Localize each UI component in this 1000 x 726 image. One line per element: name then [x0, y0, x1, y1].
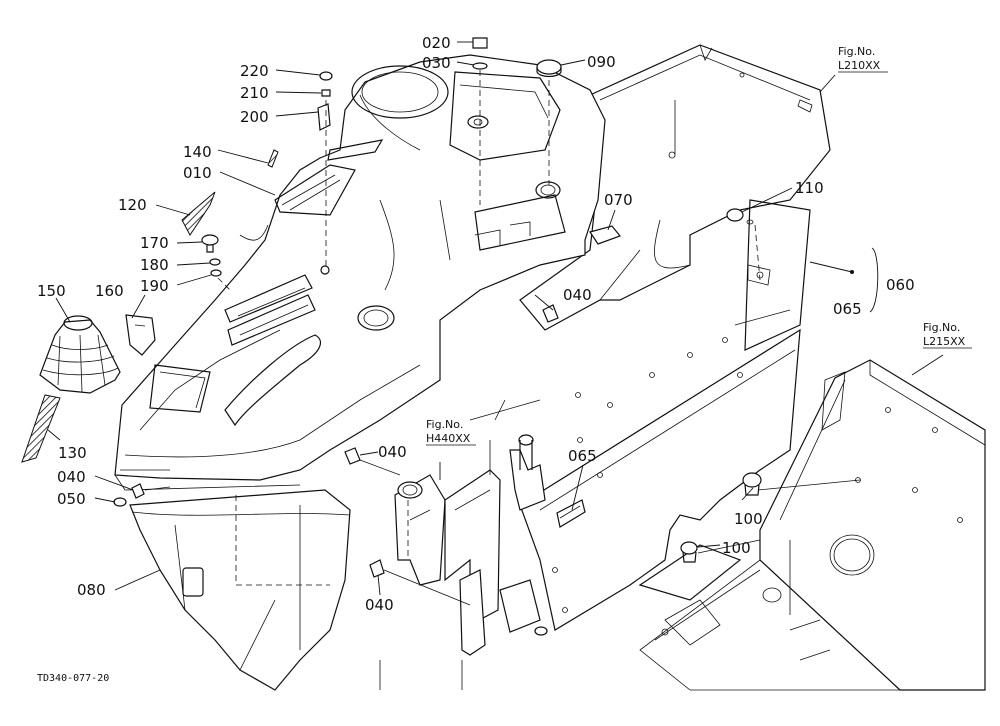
- callout-190: 190: [140, 277, 169, 295]
- clip-140: [267, 149, 279, 168]
- knob-170: [201, 234, 219, 246]
- support-bracket-h440: [379, 399, 548, 690]
- callout-210: 210: [240, 84, 269, 102]
- callout-130: 130: [58, 444, 87, 462]
- bolt-040-d: [369, 559, 385, 578]
- washer-030: [472, 62, 488, 70]
- callout-labels: 020 030 090 220 210 200 140 010 120 170 …: [37, 34, 915, 614]
- lower-cover: [129, 489, 351, 691]
- callout-070: 070: [604, 191, 633, 209]
- fig-ref-h440-label: Fig.No.: [426, 418, 463, 431]
- callout-030: 030: [422, 54, 451, 72]
- bolt-040-c: [131, 483, 145, 499]
- callout-180: 180: [140, 256, 169, 274]
- bolt-100-b: [680, 541, 698, 555]
- callout-170: 170: [140, 234, 169, 252]
- fig-ref-l210-label: Fig.No.: [838, 45, 875, 58]
- washer-190: [210, 269, 222, 277]
- callout-020: 020: [422, 34, 451, 52]
- callout-040-a: 040: [563, 286, 592, 304]
- washer-180: [209, 258, 221, 266]
- plate-120: [181, 191, 216, 236]
- callout-065-a: 065: [833, 300, 862, 318]
- bracket-160: [125, 314, 156, 356]
- fig-ref-l215-code: L215XX: [923, 335, 966, 348]
- pad-070: [589, 225, 621, 245]
- assembly-lines: [144, 70, 861, 615]
- leader-lines: [47, 41, 944, 596]
- cap-220: [319, 71, 333, 81]
- callout-140: 140: [183, 143, 212, 161]
- drawing-id: TD340-077-20: [37, 673, 109, 684]
- callout-220: 220: [240, 62, 269, 80]
- nut-050: [113, 497, 127, 507]
- bolt-040-b: [344, 447, 361, 465]
- console-housing: [114, 54, 606, 491]
- fig-ref-l210-code: L210XX: [838, 59, 881, 72]
- bolt-100-a: [742, 472, 762, 488]
- callout-050: 050: [57, 490, 86, 508]
- callout-040-d: 040: [365, 596, 394, 614]
- callout-060: 060: [886, 276, 915, 294]
- bolt-110: [726, 208, 744, 222]
- side-panel-l210: [519, 44, 831, 331]
- callout-100-a: 100: [734, 510, 763, 528]
- plate-130: [21, 394, 61, 463]
- callout-010: 010: [183, 164, 212, 182]
- callout-080: 080: [77, 581, 106, 599]
- bolt-020: [472, 37, 488, 49]
- callout-150: 150: [37, 282, 66, 300]
- small-parts: [21, 37, 762, 578]
- callout-110: 110: [795, 179, 824, 197]
- callout-065-b: 065: [568, 447, 597, 465]
- fig-ref-h440-code: H440XX: [426, 432, 471, 445]
- callout-100-b: 100: [722, 539, 751, 557]
- cap-090: [536, 59, 562, 75]
- callout-040-c: 040: [57, 468, 86, 486]
- floor-panel-l215: [639, 359, 986, 691]
- callout-200: 200: [240, 108, 269, 126]
- boot-150: [39, 319, 121, 394]
- callout-090: 090: [587, 53, 616, 71]
- figure-references: Fig.No. L210XX Fig.No. L215XX Fig.No. H4…: [426, 45, 972, 446]
- bolt-210: [321, 89, 331, 97]
- callout-160: 160: [95, 282, 124, 300]
- callout-040-b: 040: [378, 443, 407, 461]
- fig-ref-l215-label: Fig.No.: [923, 321, 960, 334]
- bracket-200: [317, 103, 331, 131]
- callout-120: 120: [118, 196, 147, 214]
- frame-plate: [519, 199, 811, 631]
